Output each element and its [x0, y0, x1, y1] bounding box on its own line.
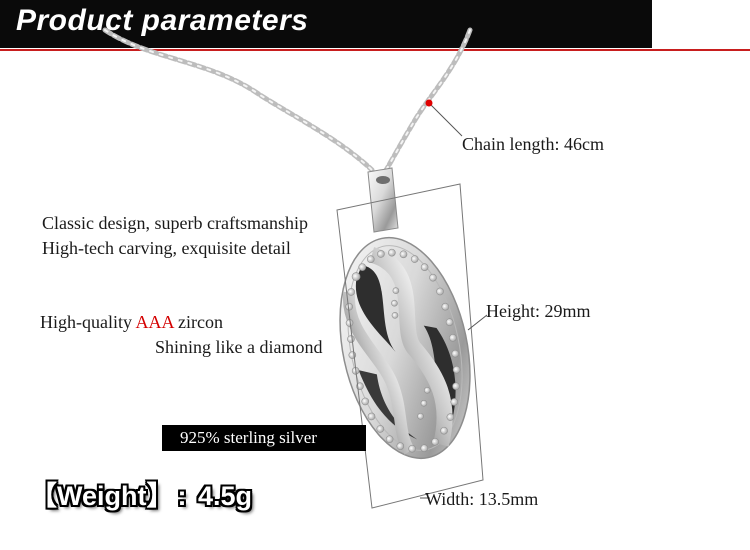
zircon-grade: AAA — [135, 312, 174, 332]
weight-label: 【Weight】: 4.5g — [30, 474, 256, 513]
material-badge — [162, 425, 366, 451]
leader-lines — [420, 102, 488, 499]
height-label: Height: 29mm — [486, 301, 591, 321]
page-title: Product parameters — [16, 4, 309, 37]
header-divider — [0, 49, 750, 51]
feature-line-1: Classic design, superb craftsmanship — [42, 213, 308, 233]
chain-length-label: Chain length: 46cm — [462, 134, 604, 154]
weight-value: 4.5g — [198, 481, 253, 511]
width-label: Width: 13.5mm — [425, 489, 539, 509]
dimension-box — [336, 183, 484, 509]
zircon-prefix: High-quality — [40, 312, 136, 332]
shine-label: Shining like a diamond — [155, 337, 323, 357]
header-bar: Product parameters — [0, 0, 652, 48]
chain — [102, 27, 473, 175]
material-label: 925% sterling silver — [180, 428, 317, 447]
zircon-label: High-quality AAA zircon — [40, 312, 223, 333]
chain-marker-dot — [425, 99, 433, 107]
weight-title: 【Weight】 — [30, 481, 174, 511]
weight-separator: : — [177, 481, 187, 511]
feature-line-2: High-tech carving, exquisite detail — [42, 238, 291, 258]
zircon-suffix: zircon — [173, 312, 223, 332]
pendant-body — [339, 236, 471, 460]
